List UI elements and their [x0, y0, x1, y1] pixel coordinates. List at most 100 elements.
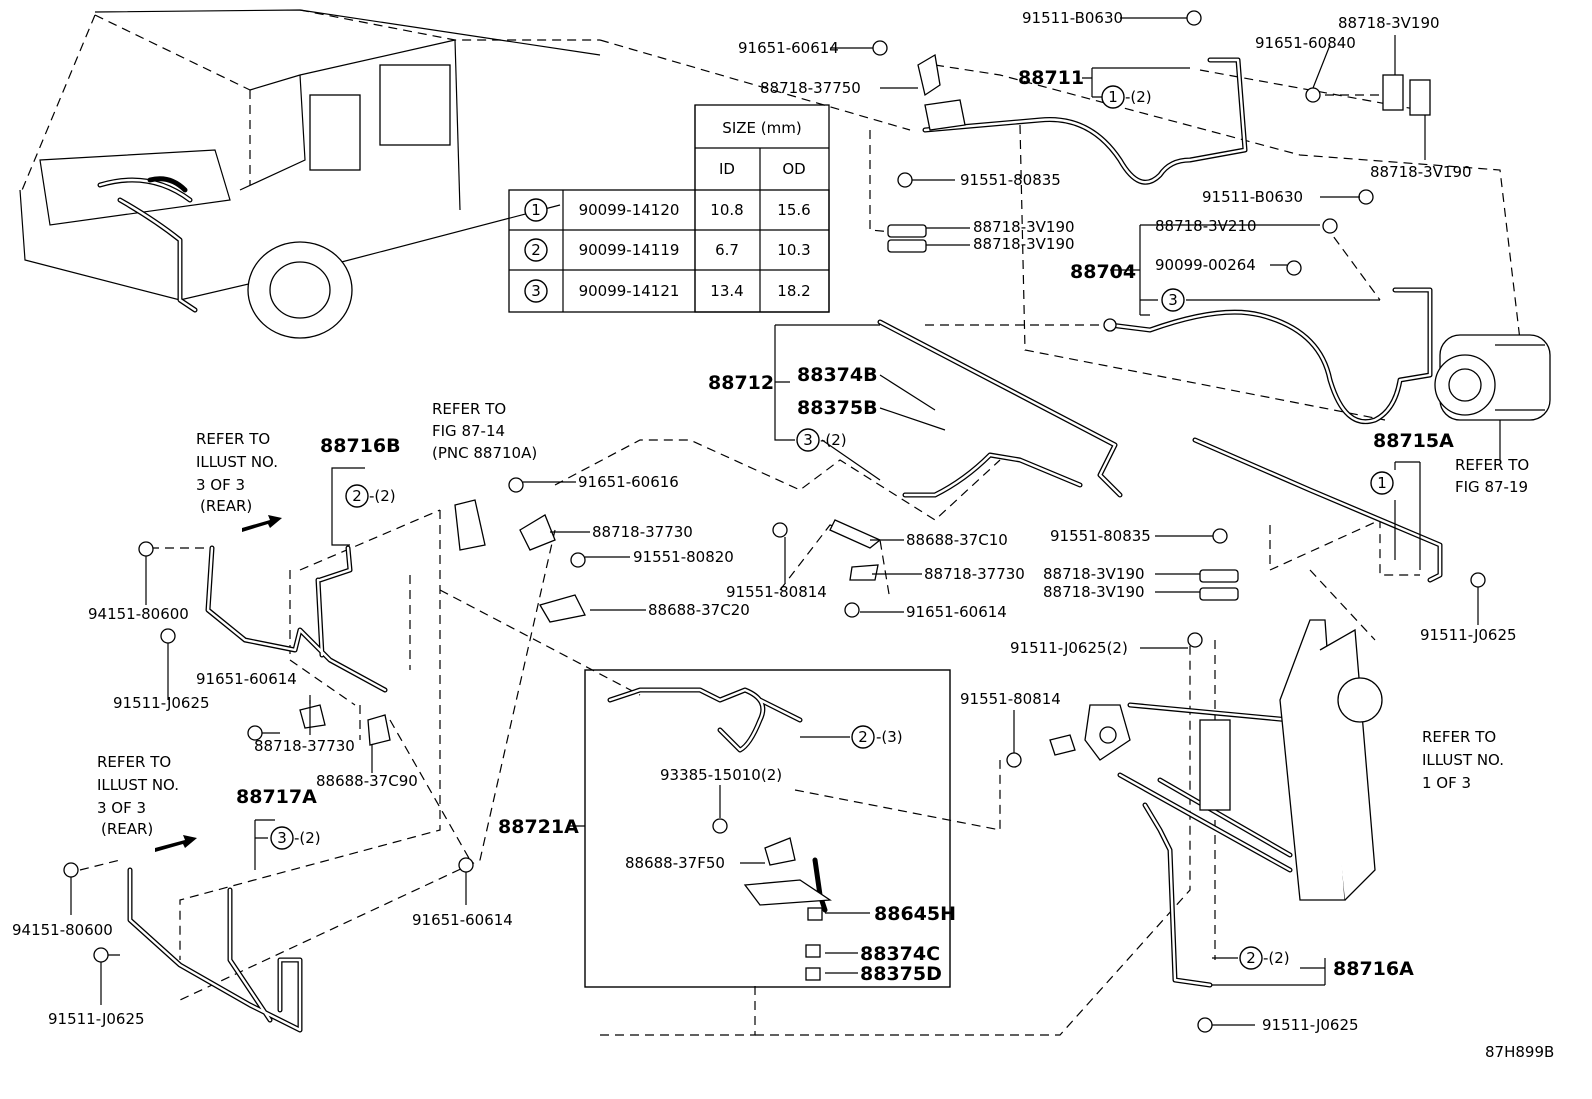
- label-88716B: 88716B: [320, 435, 401, 457]
- label-qty: -(2): [369, 487, 396, 505]
- label-91551-80814: 91551-80814: [726, 583, 827, 601]
- label-88688-37C90: 88688-37C90: [316, 772, 418, 790]
- figure-code: 87H899B: [1485, 1043, 1554, 1061]
- label-91511-J0625: 91511-J0625: [113, 694, 210, 712]
- table-row-od: 15.6: [777, 201, 810, 219]
- label-91511-J0625: 91511-J0625: [1420, 626, 1517, 644]
- table-header-id: ID: [719, 160, 735, 178]
- callout-number: 3: [277, 829, 287, 847]
- label-91511-J0625: 91511-J0625: [1262, 1016, 1359, 1034]
- label-88718-3V210: 88718-3V210: [1155, 217, 1257, 235]
- table-row-num: 3: [531, 282, 541, 300]
- ref-fig-87-14-line: (PNC 88710A): [432, 444, 537, 462]
- compressor: [1434, 334, 1551, 421]
- part-number-labels: 91511-B0630 91651-60614 88718-37750 8871…: [12, 9, 1554, 1061]
- table-row-id: 10.8: [710, 201, 743, 219]
- label-qty: -(2): [1125, 88, 1152, 106]
- ref-fig-87-14-line: FIG 87-14: [432, 422, 505, 440]
- callout-number: 2: [1246, 949, 1256, 967]
- label-91551-80835: 91551-80835: [960, 171, 1061, 189]
- table-row-num: 2: [531, 241, 541, 259]
- direction-arrows: [155, 515, 282, 852]
- ref-illust-1-line: 1 OF 3: [1422, 774, 1471, 792]
- callout-number: 1: [1377, 474, 1387, 492]
- table-row-od: 18.2: [777, 282, 810, 300]
- label-91651-60614: 91651-60614: [196, 670, 297, 688]
- ref-illust-3-line: ILLUST NO.: [196, 453, 278, 471]
- o-ring-callouts: 1 3 3 1 2 3 2 2: [270, 85, 1394, 970]
- label-88688-37C20: 88688-37C20: [648, 601, 750, 619]
- label-88718-3V190: 88718-3V190: [1370, 163, 1472, 181]
- label-88375D: 88375D: [860, 963, 942, 985]
- reference-notes: REFER TO FIG 87-14 (PNC 88710A) REFER TO…: [97, 400, 1529, 838]
- table-header-od: OD: [782, 160, 805, 178]
- label-91511-J0625-2: 91511-J0625(2): [1010, 639, 1128, 657]
- label-88721A: 88721A: [498, 816, 579, 838]
- table-row-od: 10.3: [777, 241, 810, 259]
- callout-number: 3: [1168, 291, 1178, 309]
- label-88374C: 88374C: [860, 943, 940, 965]
- table-header-size: SIZE (mm): [722, 119, 801, 137]
- vehicle-illustration: [19, 9, 601, 339]
- label-91511-J0625: 91511-J0625: [48, 1010, 145, 1028]
- ref-illust-3-line: (REAR): [101, 820, 153, 838]
- ref-illust-3-line: 3 OF 3: [97, 799, 146, 817]
- label-88715A: 88715A: [1373, 430, 1454, 452]
- label-qty: -(2): [1263, 949, 1290, 967]
- label-90099-00264: 90099-00264: [1155, 256, 1256, 274]
- ref-illust-1-line: REFER TO: [1422, 728, 1496, 746]
- label-88374B: 88374B: [797, 364, 878, 386]
- label-88711: 88711: [1018, 67, 1084, 89]
- label-94151-80600: 94151-80600: [88, 605, 189, 623]
- label-88718-37730: 88718-37730: [924, 565, 1025, 583]
- label-88718-3V190: 88718-3V190: [1043, 583, 1145, 601]
- ref-illust-3-line: (REAR): [200, 497, 252, 515]
- label-88718-3V190: 88718-3V190: [973, 235, 1075, 253]
- kit-88721A-box: [584, 669, 951, 988]
- ref-illust-1-line: ILLUST NO.: [1422, 751, 1504, 769]
- label-88718-37750: 88718-37750: [760, 79, 861, 97]
- label-88718-3V190: 88718-3V190: [1043, 565, 1145, 583]
- label-91511-B0630: 91511-B0630: [1202, 188, 1303, 206]
- label-93385-15010: 93385-15010(2): [660, 766, 782, 784]
- label-91651-60614: 91651-60614: [906, 603, 1007, 621]
- leader-lines: [70, 17, 1501, 1026]
- callout-number: 2: [858, 728, 868, 746]
- label-91551-80820: 91551-80820: [633, 548, 734, 566]
- ac-pipes: [127, 57, 1443, 1033]
- ref-fig-87-19-line: FIG 87-19: [1455, 478, 1528, 496]
- label-91651-60616: 91651-60616: [578, 473, 679, 491]
- table-row-part: 90099-14120: [579, 201, 680, 219]
- ref-illust-3-line: REFER TO: [97, 753, 171, 771]
- ref-illust-3-line: ILLUST NO.: [97, 776, 179, 794]
- label-88688-37F50: 88688-37F50: [625, 854, 725, 872]
- label-91511-B0630: 91511-B0630: [1022, 9, 1123, 27]
- label-qty: -(3): [876, 728, 903, 746]
- callout-number: 2: [352, 487, 362, 505]
- ref-illust-3-line: 3 OF 3: [196, 476, 245, 494]
- label-88718-3V190: 88718-3V190: [973, 218, 1075, 236]
- ref-fig-87-14-line: REFER TO: [432, 400, 506, 418]
- label-91551-80814: 91551-80814: [960, 690, 1061, 708]
- label-88688-37C10: 88688-37C10: [906, 531, 1008, 549]
- ref-illust-3-line: REFER TO: [196, 430, 270, 448]
- label-qty: -(2): [820, 431, 847, 449]
- label-88712: 88712: [708, 372, 774, 394]
- label-88717A: 88717A: [236, 786, 317, 808]
- ref-fig-87-19-line: REFER TO: [1455, 456, 1529, 474]
- table-row-id: 13.4: [710, 282, 743, 300]
- callout-number: 1: [1108, 88, 1118, 106]
- label-91651-60840: 91651-60840: [1255, 34, 1356, 52]
- condenser-and-receiver: [1049, 619, 1383, 901]
- table-row-id: 6.7: [715, 241, 739, 259]
- label-88645H: 88645H: [874, 903, 956, 925]
- label-94151-80600: 94151-80600: [12, 921, 113, 939]
- label-88718-3V190: 88718-3V190: [1338, 14, 1440, 32]
- label-91551-80835: 91551-80835: [1050, 527, 1151, 545]
- label-91651-60614: 91651-60614: [738, 39, 839, 57]
- label-91651-60614: 91651-60614: [412, 911, 513, 929]
- table-row-part: 90099-14121: [579, 282, 680, 300]
- label-88716A: 88716A: [1333, 958, 1414, 980]
- hose-size-table: SIZE (mm) ID OD 1 90099-14120 10.8 15.6 …: [508, 104, 830, 313]
